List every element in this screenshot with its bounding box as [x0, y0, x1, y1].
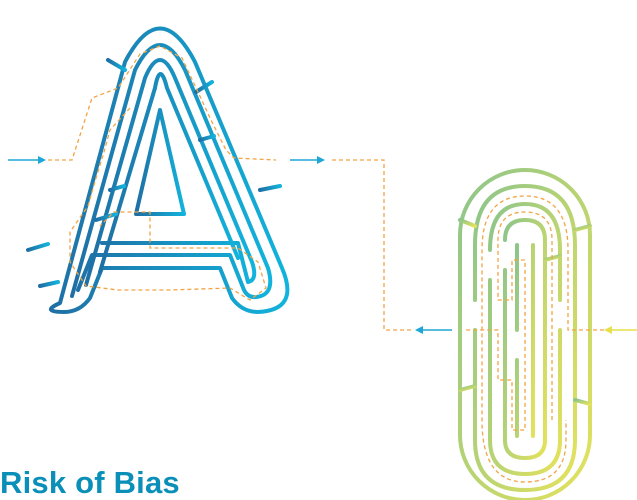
- maze-a-icon: [26, 10, 290, 314]
- maze-pill-icon: [458, 168, 592, 500]
- exit-arrow-left-icon: [415, 326, 452, 334]
- exit-arrow-icon: [290, 156, 325, 164]
- maze-pill-path: [464, 195, 604, 483]
- page-title: Risk of Bias: [0, 465, 180, 500]
- entry-arrow-pill-icon: [604, 326, 637, 334]
- maze-a-path: [48, 45, 277, 301]
- entry-arrow-icon: [8, 156, 46, 164]
- connector-path: [332, 159, 412, 331]
